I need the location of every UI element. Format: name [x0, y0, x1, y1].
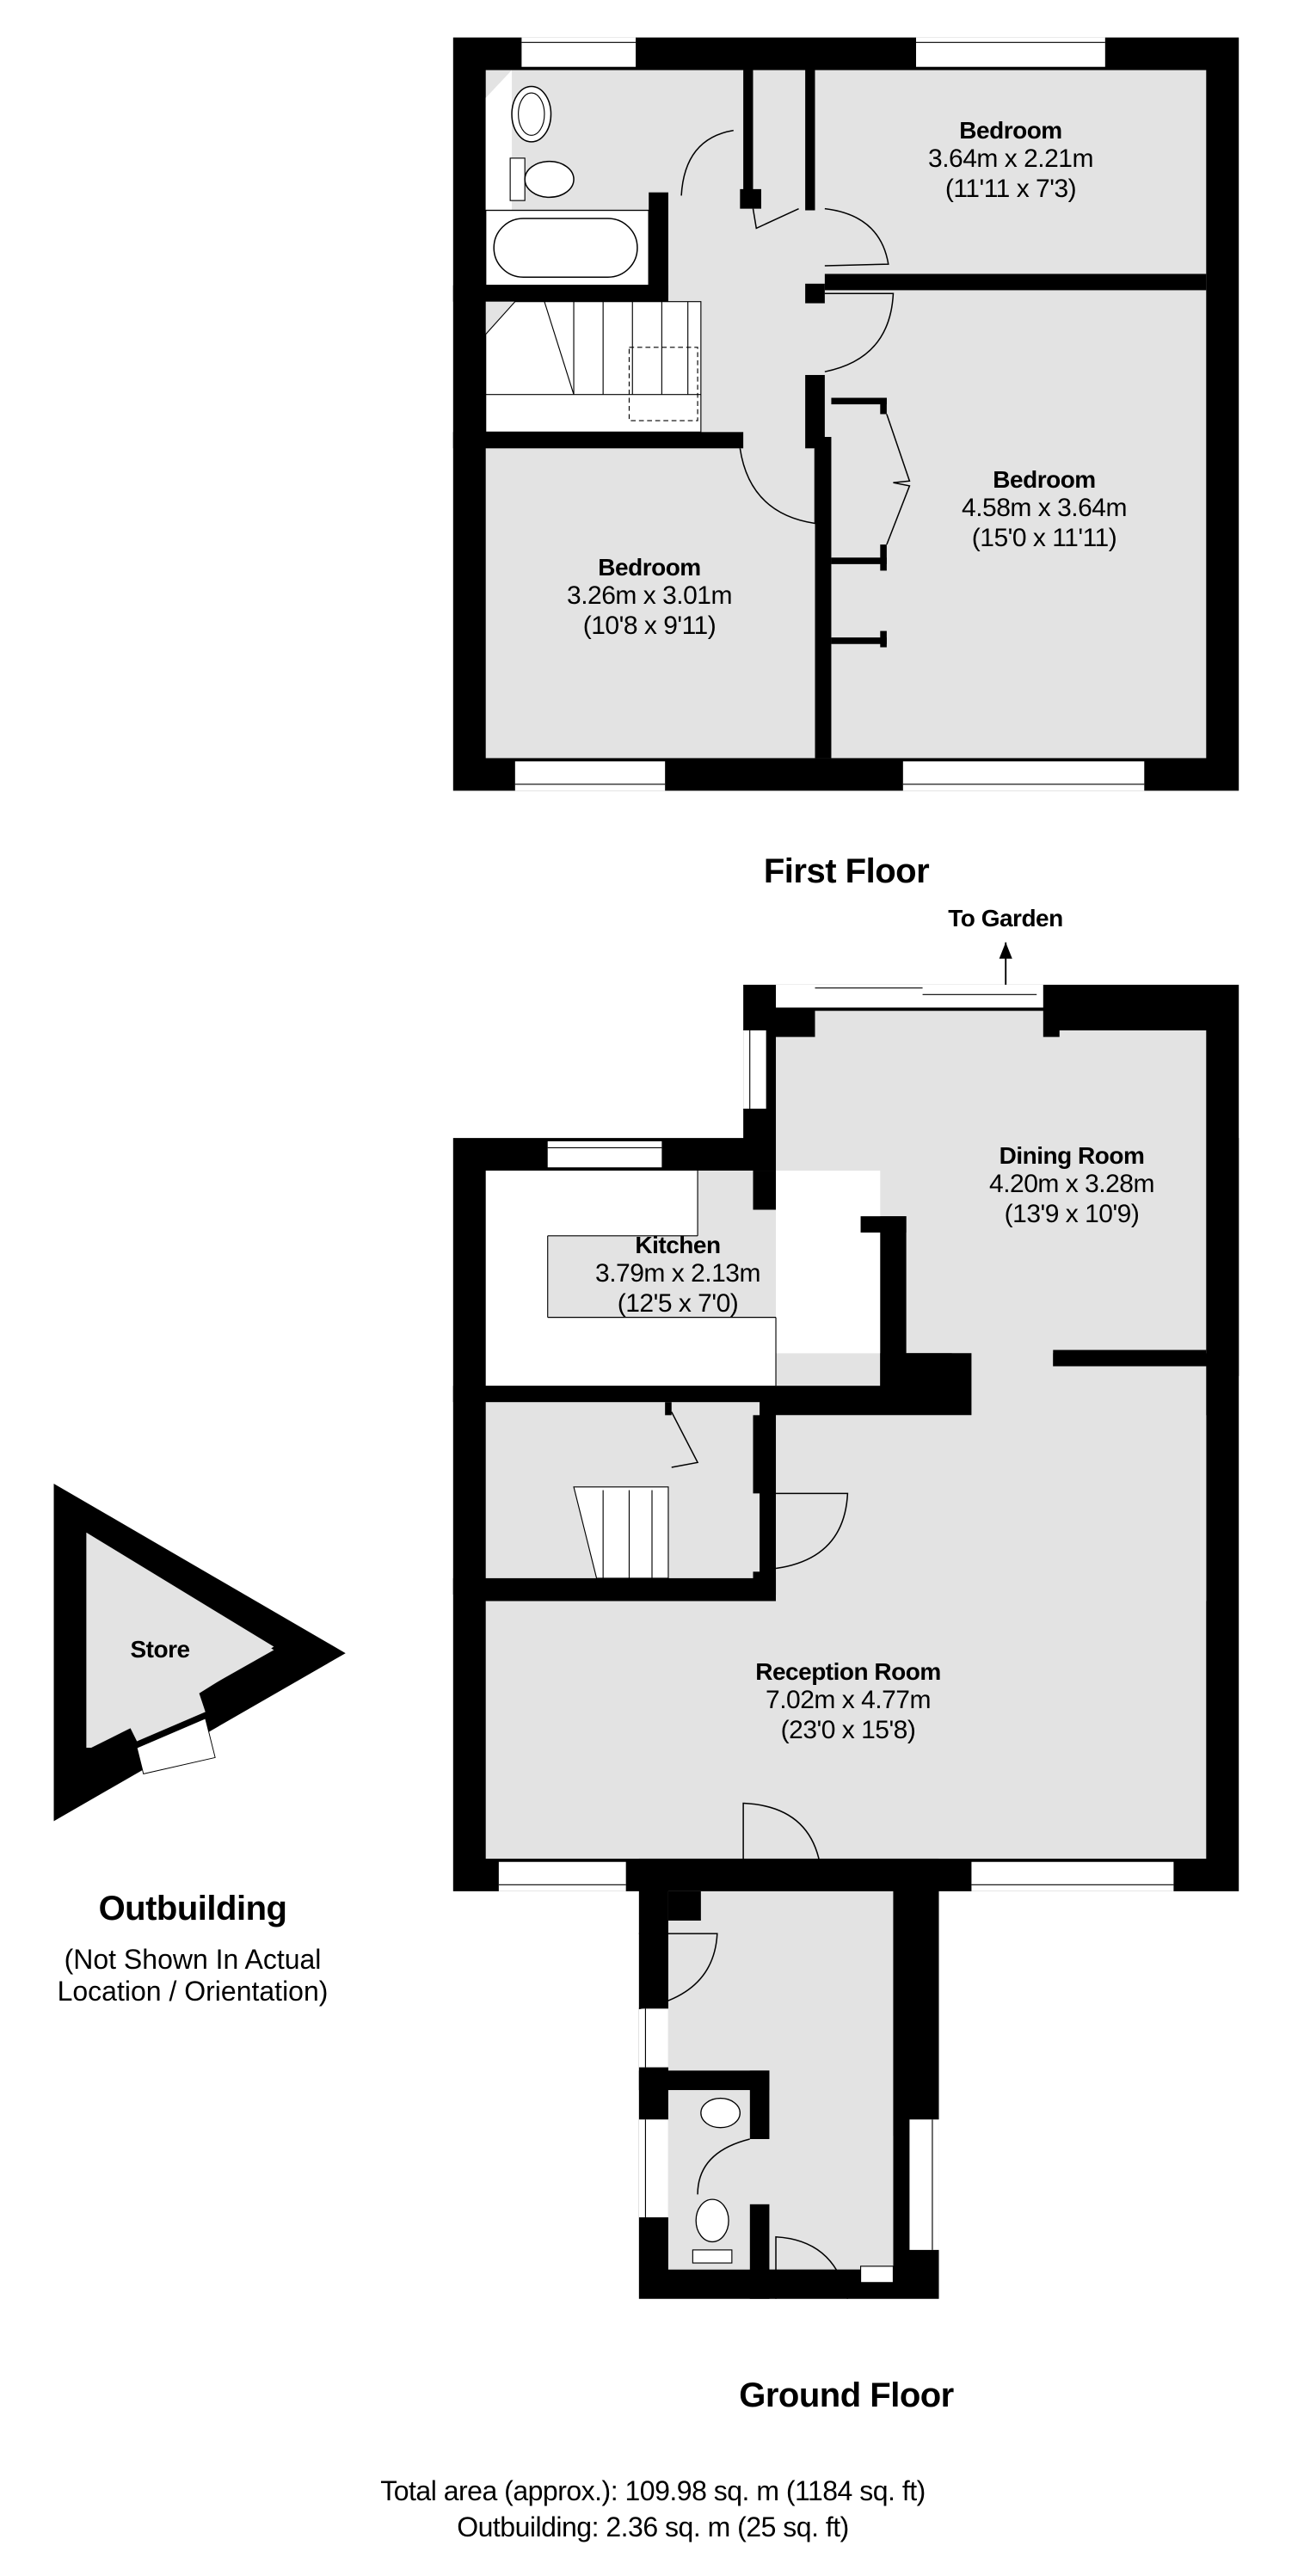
room-label-dining-room: Dining Room 4.20m x 3.28m (13'9 x 10'9) [989, 1142, 1154, 1229]
room-label-bedroom-3: Bedroom 3.26m x 3.01m (10'8 x 9'11) [567, 554, 732, 641]
room-label-reception-room: Reception Room 7.02m x 4.77m (23'0 x 15'… [755, 1658, 941, 1745]
room-dimensions-imperial: (10'8 x 9'11) [582, 611, 717, 640]
room-dimensions-metric: 4.58m x 3.64m [962, 494, 1127, 523]
room-dimensions-metric: 4.20m x 3.28m [989, 1170, 1154, 1199]
room-dimensions-imperial: (15'0 x 11'11) [971, 523, 1117, 552]
room-name: Dining Room [999, 1142, 1145, 1169]
room-label-bedroom-1: Bedroom 3.64m x 2.21m (11'11 x 7'3) [928, 117, 1093, 204]
ground-floor-plan [452, 942, 1239, 2299]
first-floor-title: First Floor [763, 852, 930, 890]
room-name: Kitchen [635, 1232, 721, 1258]
outbuilding-note: (Not Shown In Actual Location / Orientat… [58, 1944, 329, 2007]
ground-floor-title: Ground Floor [739, 2376, 954, 2414]
room-name: Bedroom [993, 466, 1096, 493]
room-dimensions-imperial: (23'0 x 15'8) [780, 1715, 916, 1744]
room-dimensions-metric: 7.02m x 4.77m [766, 1686, 931, 1715]
outbuilding-note-line-2: Location / Orientation) [57, 1975, 329, 2007]
room-dimensions-metric: 3.26m x 3.01m [567, 581, 732, 611]
outbuilding-area-text: Outbuilding: 2.36 sq. m (25 sq. ft) [457, 2511, 849, 2542]
outbuilding-note-line-1: (Not Shown In Actual [64, 1944, 322, 1975]
room-label-bedroom-2: Bedroom 4.58m x 3.64m (15'0 x 11'11) [962, 466, 1127, 553]
room-dimensions-metric: 3.79m x 2.13m [595, 1259, 760, 1288]
room-label-store: Store [130, 1636, 190, 1663]
room-dimensions-imperial: (12'5 x 7'0) [617, 1288, 739, 1318]
room-dimensions-imperial: (13'9 x 10'9) [1004, 1199, 1140, 1228]
outbuilding-title: Outbuilding [98, 1890, 287, 1927]
total-area-text: Total area (approx.): 109.98 sq. m (1184… [380, 2475, 926, 2506]
room-dimensions-metric: 3.64m x 2.21m [928, 144, 1093, 174]
room-name: Bedroom [598, 554, 701, 581]
room-name: Reception Room [755, 1658, 941, 1685]
to-garden-label: To Garden [948, 905, 1063, 931]
first-floor-plan [452, 37, 1239, 791]
room-name: Bedroom [959, 117, 1062, 144]
room-label-kitchen: Kitchen 3.79m x 2.13m (12'5 x 7'0) [595, 1232, 760, 1319]
room-dimensions-imperial: (11'11 x 7'3) [944, 174, 1077, 203]
outbuilding-plan [53, 1483, 346, 1822]
